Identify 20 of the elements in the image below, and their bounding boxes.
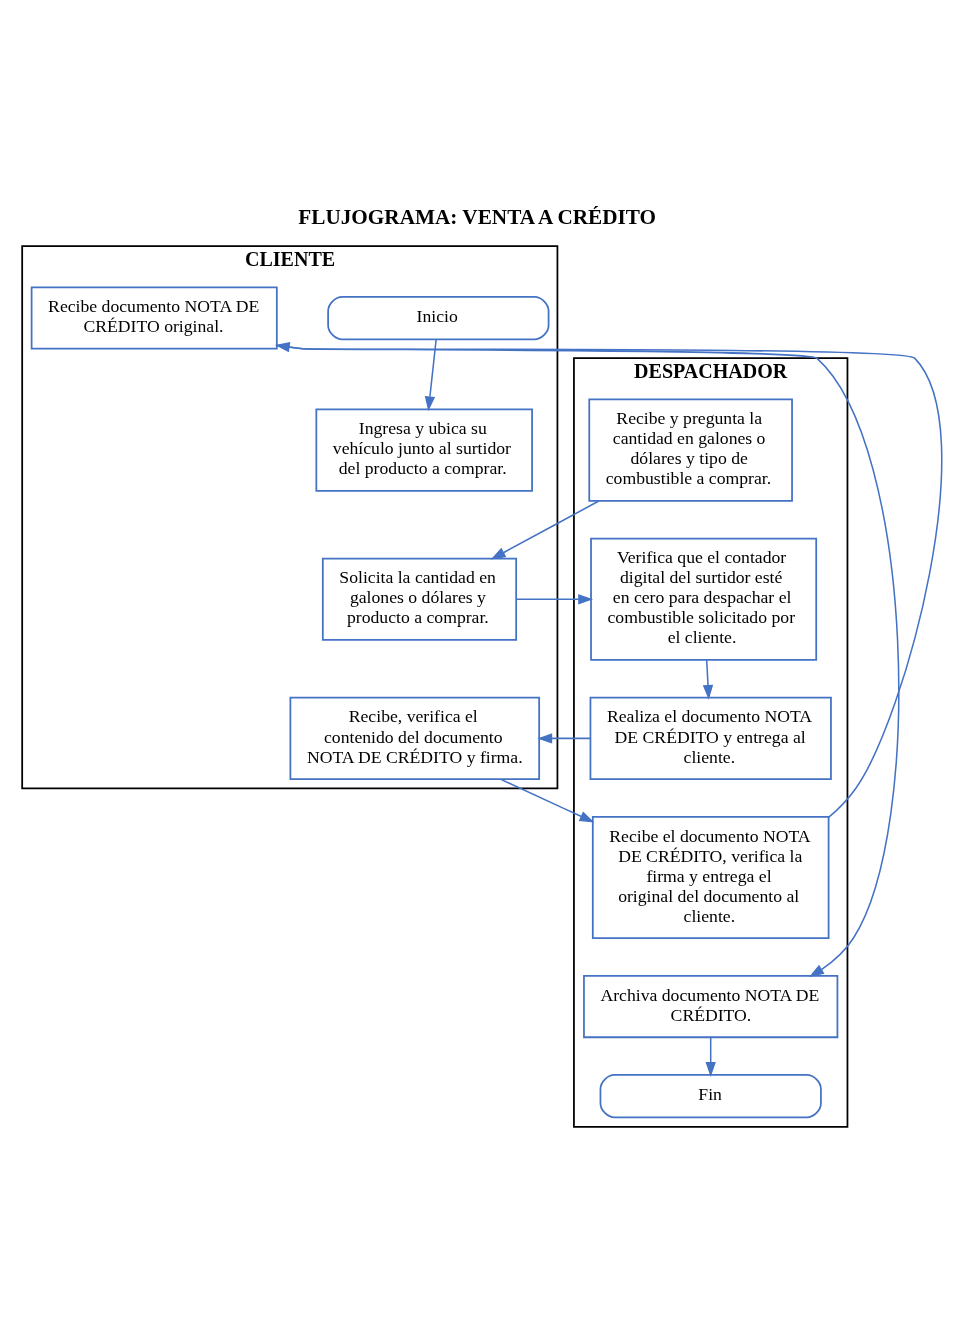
node-box: Ingresa y ubica su vehículo junto al surtidor del producto a comprar. [315,408,533,492]
arrow [705,1036,716,1077]
node-box: Archiva documento NOTA DE CRÉDITO. [583,974,839,1038]
arrow [424,338,437,411]
node-box: Recibe y pregunta la cantidad en galones o dólares y tipo de combustible a comprar. [588,398,793,502]
diagram-title: FLUJOGRAMA: VENTA A CRÉDITO [298,204,657,229]
node-box: Recibe documento NOTA DE CRÉDITO original. [30,286,278,350]
arrow [537,732,592,744]
arrow [490,499,600,559]
arrow [702,658,714,700]
node-box: Inicio [327,295,550,340]
arrow [274,341,943,818]
node-box: Verifica que el contador digital del surtidor esté en cero para despachar el combustible solicitado por el cliente. [590,537,818,661]
arrow [499,777,595,823]
node-box: Realiza el documento NOTA DE CRÉDITO y entrega al cliente. [589,696,832,780]
node-box: Recibe, verifica el contenido del documento NOTA DE CRÉDITO y firma. [289,696,541,780]
arrow [515,593,594,604]
node-box: Solicita la cantidad en galones o dólares y producto a comprar. [321,557,518,641]
node-box: Fin [599,1073,822,1118]
node-box: Recibe el documento NOTA DE CRÉDITO, verifica la firma y entrega el original del documento al cliente. [591,815,830,939]
